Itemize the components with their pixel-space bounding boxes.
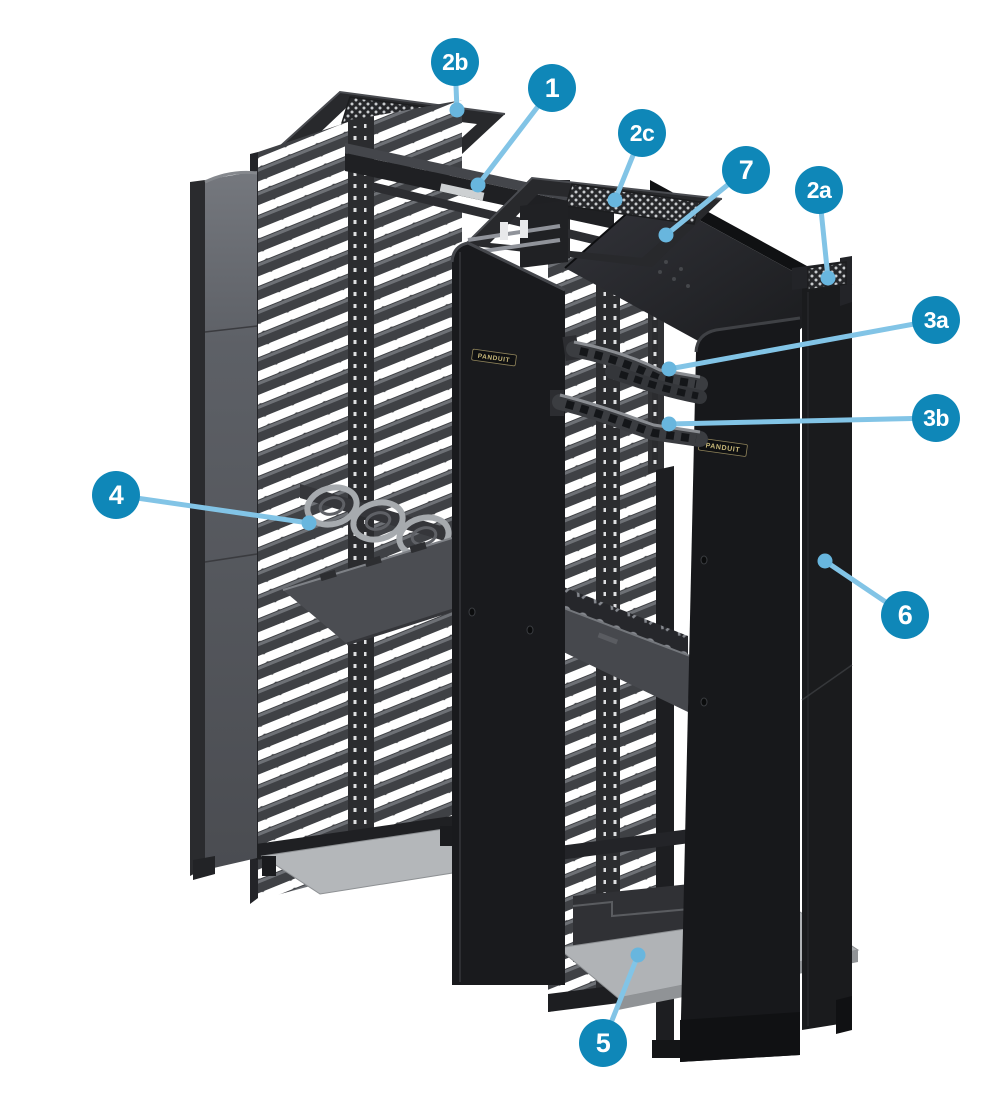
panduit-logo-text: PANDUIT (705, 442, 741, 454)
callout-label: 6 (897, 599, 913, 630)
mid-horizontal-manager (551, 584, 691, 712)
callout-badge-2c: 2c (618, 109, 666, 157)
callout-label: 3a (923, 306, 949, 333)
callout-label: 1 (544, 72, 560, 103)
panduit-logo-text: PANDUIT (477, 353, 510, 364)
callout-label: 7 (738, 154, 754, 185)
callout-badge-2a: 2a (795, 166, 843, 214)
horizontal-manager-rings (300, 484, 458, 558)
waterfall-lower (550, 390, 708, 447)
vertical-manager-right: PANDUIT (680, 316, 801, 1062)
runway-label-plate (439, 183, 485, 201)
callout-badge-1: 1 (528, 64, 576, 112)
vertical-manager-middle: PANDUIT (450, 241, 566, 985)
callout-label: 2a (806, 176, 832, 203)
brand-badge: PANDUIT (471, 348, 517, 367)
end-panel (801, 283, 853, 1034)
callout-badge-7: 7 (722, 146, 770, 194)
callout-label: 2b (442, 48, 468, 75)
callout-badge-5: 5 (579, 1019, 627, 1067)
callout-badge-2b: 2b (431, 38, 479, 86)
callout-label: 2c (629, 119, 655, 146)
callout-label: 3b (923, 404, 949, 431)
waterfall-upper (562, 335, 708, 404)
vertical-finger-panel-left (258, 122, 348, 900)
callout-label: 4 (108, 479, 124, 510)
callout-label: 5 (595, 1027, 611, 1058)
callout-badge-4: 4 (92, 471, 140, 519)
top-trough-2c (464, 176, 723, 268)
callout-badge-6: 6 (881, 591, 929, 639)
bottom-frame (256, 814, 466, 860)
callout-badge-3b: 3b (912, 394, 960, 442)
callout-badge-3a: 3a (912, 296, 960, 344)
front-door (190, 170, 258, 880)
vertical-finger-panel-right (374, 100, 462, 868)
leader-dots (301, 102, 836, 963)
mesh-panel-2c (565, 183, 701, 225)
